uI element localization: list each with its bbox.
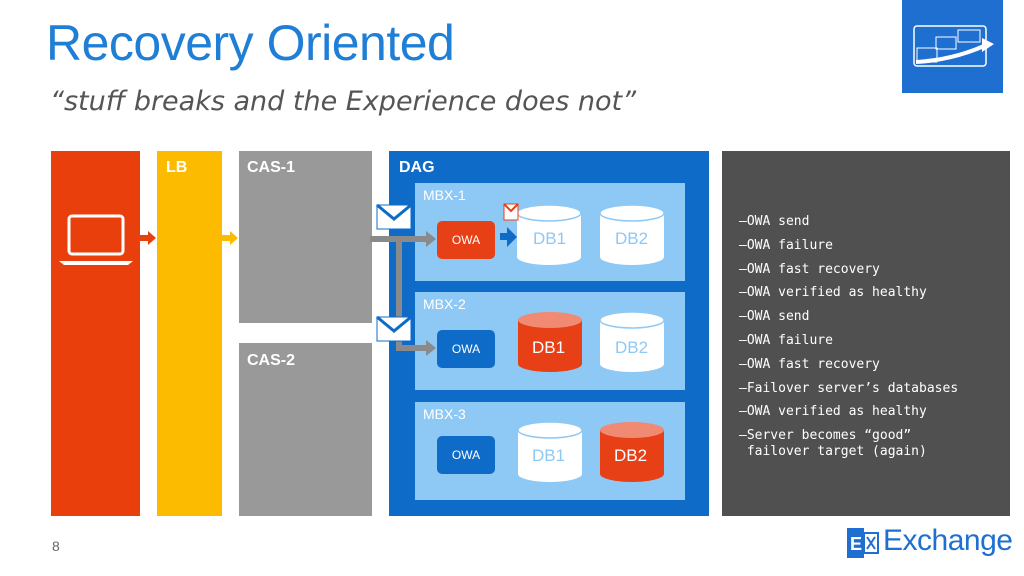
slide-subtitle: “stuff breaks and the Experience does no… <box>50 86 637 117</box>
db-label: DB1 <box>533 229 567 248</box>
log-item: –OWA verified as healthy <box>739 404 927 420</box>
arrow-right-icon <box>222 231 238 245</box>
laptop-icon <box>59 214 133 265</box>
database-icon <box>517 421 583 482</box>
page-number: 8 <box>52 538 60 554</box>
cas2-server: CAS-2 <box>239 343 372 516</box>
owa-service-failed: OWA <box>437 221 495 259</box>
envelope-icon <box>376 316 412 342</box>
log-item: –OWA fast recovery <box>739 356 880 372</box>
log-item: –OWA verified as healthy <box>739 285 927 301</box>
envelope-icon <box>376 204 412 230</box>
arrow-right-icon <box>140 231 156 245</box>
flow-diagram-icon <box>913 25 994 67</box>
log-item: –OWA send <box>739 214 810 229</box>
mbx1-server: MBX-1 OWA DB1 DB2 <box>415 183 685 281</box>
logo-letter: E <box>850 534 862 554</box>
database-active-icon <box>518 312 582 372</box>
log-item: –Server becomes “good” failover target (… <box>739 428 927 460</box>
mbx2-server: MBX-2 OWA DB1 DB2 <box>415 292 685 390</box>
dag-label: DAG <box>399 159 435 176</box>
log-item: –Failover server’s databases <box>739 380 959 396</box>
owa-service-healthy: OWA <box>437 330 495 368</box>
database-icon <box>599 204 665 265</box>
mbx1-label: MBX-1 <box>423 187 466 203</box>
lb-label: LB <box>166 159 188 176</box>
database-active-icon <box>600 422 664 482</box>
mbx2-label: MBX-2 <box>423 296 466 312</box>
envelope-failed-icon <box>503 203 519 221</box>
mbx3-server: MBX-3 OWA DB1 DB2 <box>415 402 685 500</box>
event-log-list: –OWA send –OWA failure –OWA fast recover… <box>739 210 958 460</box>
routing-connectors <box>370 227 517 356</box>
slide-badge <box>902 0 1003 93</box>
exchange-logo-icon: E <box>847 528 879 558</box>
cas2-label: CAS-2 <box>247 352 296 369</box>
mbx3-label: MBX-3 <box>423 406 466 422</box>
db-label: DB2 <box>614 446 648 465</box>
db-label: DB2 <box>615 229 649 248</box>
cas1-label: CAS-1 <box>247 159 296 176</box>
slide-title: Recovery Oriented <box>46 15 455 71</box>
db-label: DB1 <box>532 338 566 357</box>
load-balancer-column: LB <box>157 151 222 516</box>
client-column <box>51 151 140 516</box>
db-label: DB1 <box>532 446 566 465</box>
log-item: –OWA send <box>739 309 810 325</box>
log-item: –OWA failure <box>739 237 833 253</box>
db-label: DB2 <box>615 338 649 357</box>
owa-service-healthy: OWA <box>437 436 495 474</box>
database-icon <box>599 311 665 372</box>
event-log-panel <box>722 151 1010 516</box>
log-item: –OWA failure <box>739 332 833 348</box>
exchange-wordmark: Exchange <box>883 524 1013 557</box>
log-item: –OWA fast recovery <box>739 261 880 277</box>
cas1-server: CAS-1 <box>239 151 372 323</box>
